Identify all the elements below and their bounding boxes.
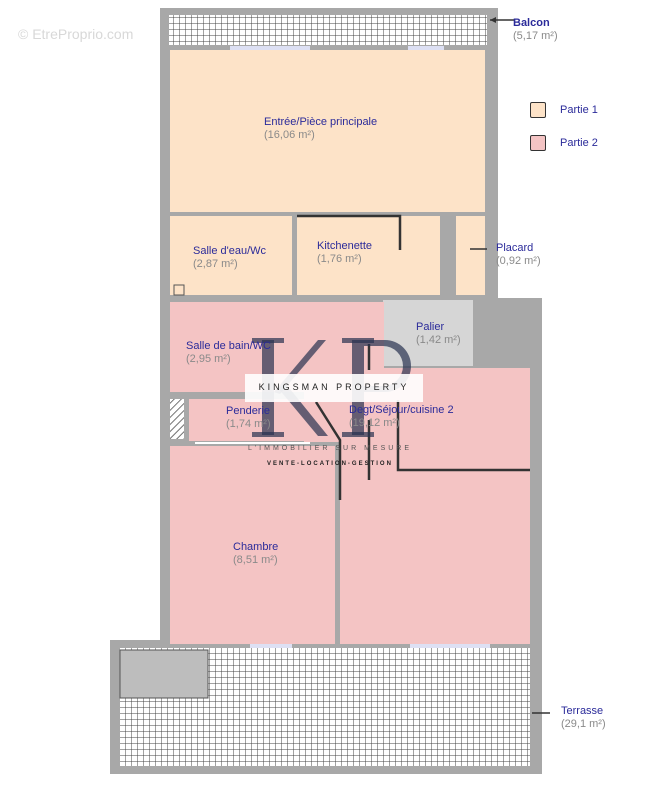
label-salle-bain: Salle de bain/WC(2,95 m²) [186, 340, 271, 365]
label-terrasse: Terrasse(29,1 m²) [561, 705, 606, 730]
shaft [173, 284, 185, 296]
watermark: © EtreProprio.com [18, 26, 134, 42]
terrasse-box [119, 649, 209, 699]
salle-eau-room [170, 216, 292, 295]
label-penderie: Penderie(1,74 m²) [226, 405, 271, 430]
arrow-icon [490, 17, 496, 23]
entree-room [170, 50, 485, 212]
chambre-room [170, 446, 335, 644]
balcon-area [169, 15, 487, 45]
label-placard: Placard(0,92 m²) [496, 242, 541, 267]
logo-band [245, 374, 423, 402]
legend-label-partie-1: Partie 1 [560, 104, 598, 116]
label-kitchenette: Kitchenette(1,76 m²) [317, 240, 373, 265]
placard-room [456, 216, 485, 295]
legend-swatch-partie-1 [530, 102, 546, 118]
window [250, 644, 292, 648]
label-entree: Entrée/Pièce principale(16,06 m²) [264, 116, 378, 141]
kitchenette-room [297, 216, 440, 295]
window [408, 46, 444, 50]
legend-swatch-partie-2 [530, 135, 546, 151]
label-salle-eau: Salle d'eau/Wc(2,87 m²) [193, 245, 267, 270]
degt-upper [304, 302, 384, 442]
palier-room [383, 300, 473, 366]
window [230, 46, 310, 50]
window [410, 644, 490, 648]
legend-label-partie-2: Partie 2 [560, 137, 598, 149]
logo-name: KINGSMAN PROPERTY [258, 382, 410, 392]
label-palier: Palier(1,42 m²) [416, 321, 461, 346]
label-balcon: Balcon(5,17 m²) [513, 17, 558, 42]
logo-tagline: L'IMMOBILIER SUR MESURE [247, 445, 413, 452]
interior-walls [297, 214, 530, 500]
label-degt: Degt/Séjour/cuisine 2(19,12 m²) [349, 404, 454, 429]
logo-services: VENTE-LOCATION-GESTION [267, 461, 393, 467]
closet-hatch [170, 399, 184, 439]
label-chambre: Chambre(8,51 m²) [233, 541, 279, 566]
